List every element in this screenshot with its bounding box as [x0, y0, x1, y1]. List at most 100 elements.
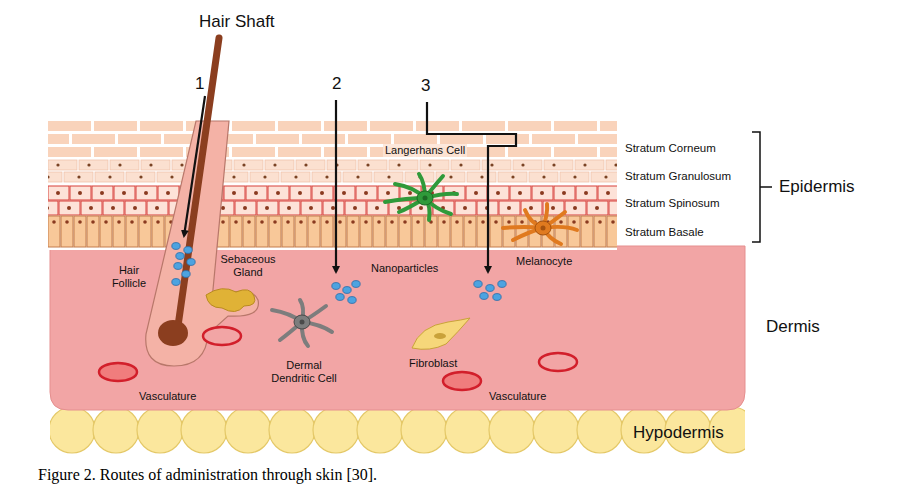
basale-cell: [321, 216, 333, 247]
granulosum-cell: [141, 160, 170, 170]
hair-bulb: [158, 320, 188, 346]
langerhans-cell-body: [417, 191, 433, 205]
nanoparticle: [474, 281, 482, 288]
granule: [397, 163, 400, 166]
basale-cell: [74, 216, 86, 247]
cell-label: Langerhans Cell: [383, 144, 467, 157]
nucleus: [221, 206, 225, 210]
corneum-cell: [394, 134, 437, 144]
basale-cell: [126, 216, 138, 247]
fat-cell: [357, 407, 403, 453]
nucleus: [342, 191, 346, 195]
corneum-cell: [462, 147, 505, 157]
fat-cell: [489, 407, 535, 453]
corneum-cell: [232, 147, 275, 157]
nucleus: [463, 206, 467, 210]
nucleus: [364, 191, 368, 195]
spinosum-cell: [257, 201, 278, 215]
nucleus: [584, 191, 588, 195]
nucleus: [573, 206, 577, 210]
spinosum-cell: [125, 201, 146, 215]
spinosum-cell: [466, 186, 487, 200]
granulosum-cell: [64, 172, 93, 182]
basale-cell: [152, 216, 164, 247]
nucleus: [331, 206, 335, 210]
nucleus: [598, 220, 602, 224]
nucleus: [52, 220, 56, 224]
corneum-cell: [94, 121, 137, 131]
nucleus: [540, 191, 544, 195]
nucleus: [243, 206, 247, 210]
granule: [356, 175, 359, 178]
corneum-cell: [278, 147, 321, 157]
fibroblast-cell: [412, 318, 470, 349]
nucleus: [611, 220, 615, 224]
spinosum-cell: [554, 186, 575, 200]
basale-cell: [607, 216, 617, 247]
nucleus: [325, 220, 329, 224]
fat-cell: [533, 407, 579, 453]
granulosum-cell: [110, 160, 139, 170]
spinosum-cell: [48, 186, 69, 200]
fat-cell: [445, 407, 491, 453]
nucleus: [254, 191, 258, 195]
nucleus: [104, 220, 108, 224]
nucleus: [265, 206, 269, 210]
granule: [521, 163, 524, 166]
granulosum-cell: [482, 160, 511, 170]
granule: [294, 175, 297, 178]
corneum-cell: [440, 134, 483, 144]
granule: [180, 163, 183, 166]
fat-cell: [313, 407, 359, 453]
basale-cell: [399, 216, 411, 247]
figure-caption: Figure 2. Routes of administration throu…: [38, 466, 377, 484]
nanoparticle: [187, 259, 195, 266]
granule: [480, 175, 483, 178]
structure-label: Sebaceous Gland: [216, 253, 280, 279]
spinosum-cell: [301, 201, 322, 215]
dendritic-cell-nucleus: [300, 320, 305, 325]
basale-cell: [490, 216, 502, 247]
spinosum-cell: [323, 201, 344, 215]
corneum-cell: [462, 121, 505, 131]
nucleus: [408, 191, 412, 195]
hair-shaft: [178, 38, 219, 326]
spinosum-cell: [312, 186, 333, 200]
vessel: [99, 363, 137, 381]
nucleus: [419, 206, 423, 210]
nucleus: [276, 191, 280, 195]
layer-label: Stratum Spinosum: [625, 197, 720, 211]
melanocyte-cell: [503, 204, 577, 244]
particle-label: Nanoparticles: [371, 262, 438, 275]
granulosum-cell: [265, 160, 294, 170]
granulosum-cell: [451, 160, 480, 170]
corneum-cell: [578, 134, 617, 144]
callout-number: 3: [421, 76, 430, 96]
melanocyte-cell-body: [535, 221, 551, 235]
granulosum-cell: [498, 172, 527, 182]
granule: [232, 175, 235, 178]
nanoparticle: [498, 281, 506, 288]
basale-cell: [594, 216, 606, 247]
nucleus: [481, 220, 485, 224]
basale-cell: [230, 216, 242, 247]
nanoparticle: [182, 271, 190, 278]
corneum-cell: [302, 134, 345, 144]
nucleus: [496, 191, 500, 195]
basale-cell: [386, 216, 398, 247]
nucleus: [390, 220, 394, 224]
corneum-cell: [600, 147, 617, 157]
epidermis-bracket: [752, 132, 772, 242]
nucleus: [286, 220, 290, 224]
basale-cell: [256, 216, 268, 247]
nucleus: [144, 191, 148, 195]
spinosum-cell: [114, 186, 135, 200]
basale-cell: [269, 216, 281, 247]
dendritic-cell: [272, 300, 332, 346]
corneum-cell: [256, 134, 299, 144]
fibroblast-nucleus: [434, 333, 446, 339]
granule: [108, 175, 111, 178]
spinosum-cell: [455, 201, 476, 215]
fat-cell: [225, 407, 271, 453]
corneum-cell: [324, 147, 367, 157]
